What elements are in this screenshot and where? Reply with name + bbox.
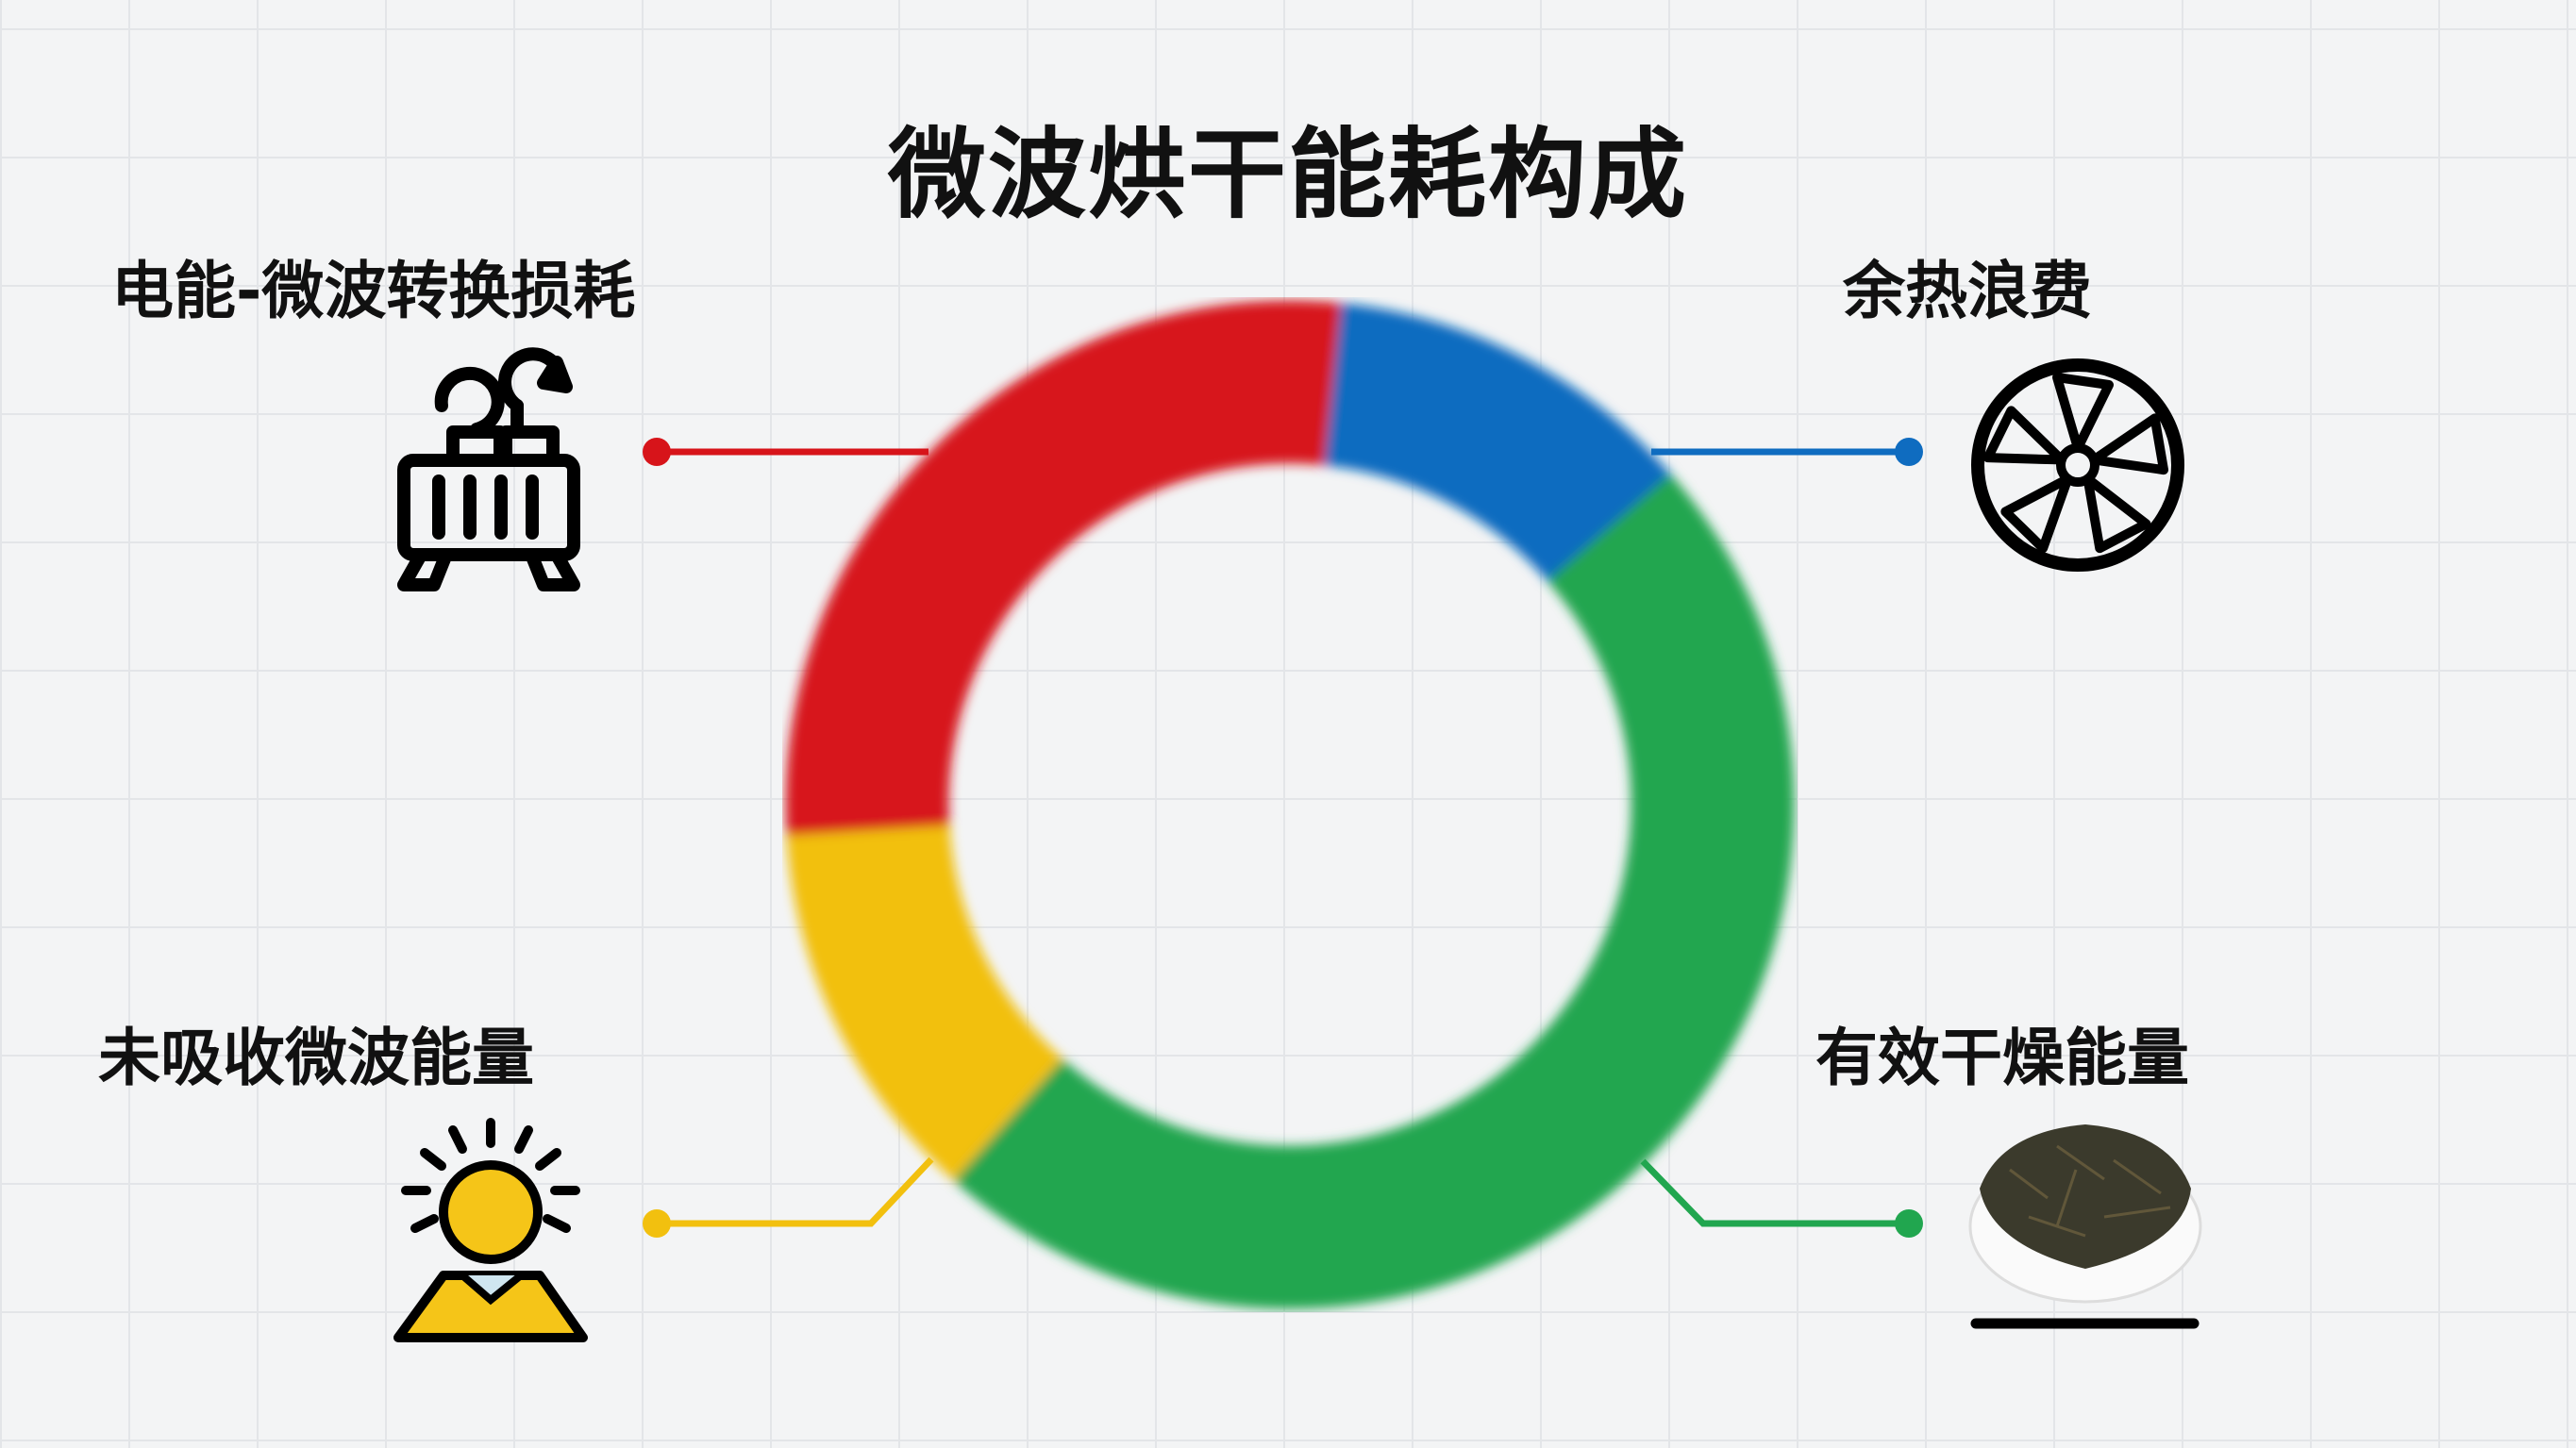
donut-slice-3 [786,824,1064,1181]
leader-yellow [643,1157,934,1238]
leader-green [1640,1158,1923,1238]
leader-blue [1651,438,1923,466]
donut-slice-2 [944,474,1795,1309]
label-waste-heat: 余热浪费 [1843,255,2092,327]
fan-icon [1971,358,2184,572]
leader-red [643,438,928,466]
sun-person-icon [393,1118,588,1342]
donut-slice-0 [785,300,1354,849]
label-effective-drying: 有效干燥能量 [1815,1022,2189,1094]
transformer-icon [397,347,580,591]
tea-bowl-image [1968,1124,2202,1329]
chart-title: 微波烘干能耗构成 [887,117,1688,232]
label-unabsorbed: 未吸收微波能量 [98,1022,534,1094]
label-conversion-loss: 电能-微波转换损耗 [111,255,636,327]
donut-slice-1 [1323,303,1680,590]
